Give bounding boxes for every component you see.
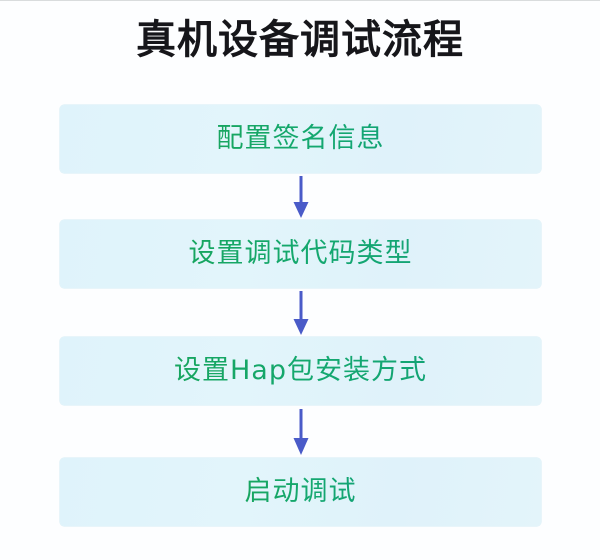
- flow-connector-arrow-1: [60, 173, 541, 220]
- top-divider: [0, 0, 600, 1]
- arrow-down-icon: [293, 408, 308, 455]
- flow-node-label: 启动调试: [244, 476, 357, 507]
- flow-connector-arrow-3: [60, 405, 541, 458]
- flow-node-step-1[interactable]: 配置签名信息: [60, 105, 541, 173]
- arrow-down-icon: [293, 290, 308, 335]
- flow-connector-arrow-2: [60, 288, 541, 337]
- page-title: 真机设备调试流程: [136, 17, 464, 63]
- flow-node-step-2[interactable]: 设置调试代码类型: [60, 220, 541, 288]
- flowchart-flow: 配置签名信息 设置调试代码类型 设置Hap包安装方式: [60, 105, 541, 526]
- flow-node-label: 设置Hap包安装方式: [174, 355, 427, 386]
- arrow-down-icon: [293, 175, 308, 218]
- flow-node-label: 设置调试代码类型: [188, 238, 413, 269]
- flow-node-step-3[interactable]: 设置Hap包安装方式: [60, 337, 541, 405]
- flow-node-step-4[interactable]: 启动调试: [60, 458, 541, 526]
- flow-node-label: 配置签名信息: [216, 123, 385, 154]
